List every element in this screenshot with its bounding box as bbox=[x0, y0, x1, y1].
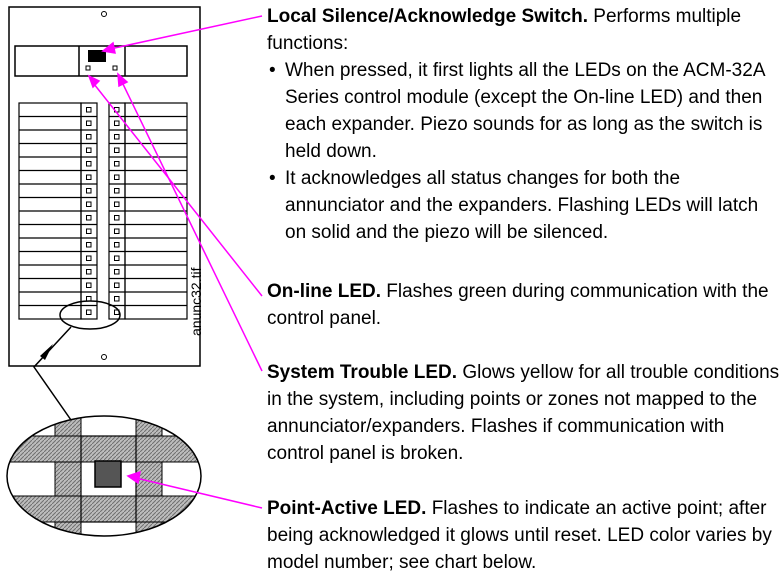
callout-title: System Trouble LED. bbox=[267, 362, 458, 383]
callout-text-point-active: Point-Active LED. Flashes to indicate an… bbox=[267, 495, 782, 576]
point-led bbox=[114, 228, 120, 234]
point-led bbox=[86, 269, 92, 275]
bullet-item: It acknowledges all status changes for b… bbox=[267, 165, 782, 246]
callout-text-silence: Local Silence/Acknowledge Switch. Perfor… bbox=[267, 3, 782, 246]
point-led bbox=[86, 215, 92, 221]
silence-switch bbox=[88, 50, 106, 62]
point-led bbox=[114, 201, 120, 207]
point-led bbox=[86, 201, 92, 207]
point-led bbox=[114, 296, 120, 302]
point-active-led-zoom bbox=[94, 460, 122, 488]
callout-text-trouble: System Trouble LED. Glows yellow for all… bbox=[267, 359, 782, 467]
point-led bbox=[86, 120, 92, 126]
zoom-leader bbox=[33, 326, 72, 421]
callout-body: Flashes green during communication with … bbox=[267, 281, 769, 329]
point-led bbox=[114, 161, 120, 167]
mount-hole-bottom bbox=[101, 354, 107, 360]
point-led bbox=[114, 282, 120, 288]
callout-title: Point-Active LED. bbox=[267, 498, 427, 519]
callout-trouble bbox=[121, 81, 263, 372]
callout-title: Local Silence/Acknowledge Switch. bbox=[267, 6, 588, 27]
callout-title: On-line LED. bbox=[267, 281, 381, 302]
trouble-led bbox=[112, 65, 118, 71]
zoom-outline bbox=[6, 415, 202, 537]
bullet-item: When pressed, it first lights all the LE… bbox=[267, 57, 782, 165]
callout-lines bbox=[87, 15, 263, 509]
point-led bbox=[86, 188, 92, 194]
point-led bbox=[114, 147, 120, 153]
point-led bbox=[114, 255, 120, 261]
inspection-ellipse bbox=[59, 300, 121, 330]
point-led bbox=[114, 215, 120, 221]
online-led bbox=[85, 65, 91, 71]
point-led bbox=[114, 242, 120, 248]
point-led bbox=[86, 134, 92, 140]
point-led bbox=[86, 282, 92, 288]
callout-body: Flashes to indicate an active point; aft… bbox=[267, 498, 772, 573]
point-led bbox=[86, 107, 92, 113]
point-led bbox=[114, 188, 120, 194]
callout-text-online: On-line LED. Flashes green during commun… bbox=[267, 278, 782, 332]
zoom-arrowhead bbox=[40, 344, 53, 360]
point-led bbox=[86, 228, 92, 234]
point-led bbox=[86, 309, 92, 315]
callout-online bbox=[93, 83, 263, 297]
zoom-detail bbox=[7, 416, 201, 536]
point-led bbox=[86, 174, 92, 180]
point-led bbox=[86, 161, 92, 167]
figure-filename-label: anunc32.tif bbox=[188, 267, 204, 337]
callout-point-active bbox=[135, 477, 263, 509]
point-led bbox=[86, 242, 92, 248]
point-led bbox=[114, 269, 120, 275]
callout-bullets: When pressed, it first lights all the LE… bbox=[267, 57, 782, 246]
callout-silence bbox=[109, 15, 263, 50]
callout-body: Performs multiple functions: bbox=[267, 6, 742, 54]
point-led bbox=[114, 174, 120, 180]
callout-body: Glows yellow for all trouble conditions … bbox=[267, 362, 780, 464]
point-led bbox=[86, 255, 92, 261]
point-led bbox=[114, 134, 120, 140]
mount-hole-top bbox=[101, 11, 107, 17]
point-led bbox=[86, 147, 92, 153]
point-led bbox=[114, 120, 120, 126]
zone-rows bbox=[18, 102, 188, 320]
